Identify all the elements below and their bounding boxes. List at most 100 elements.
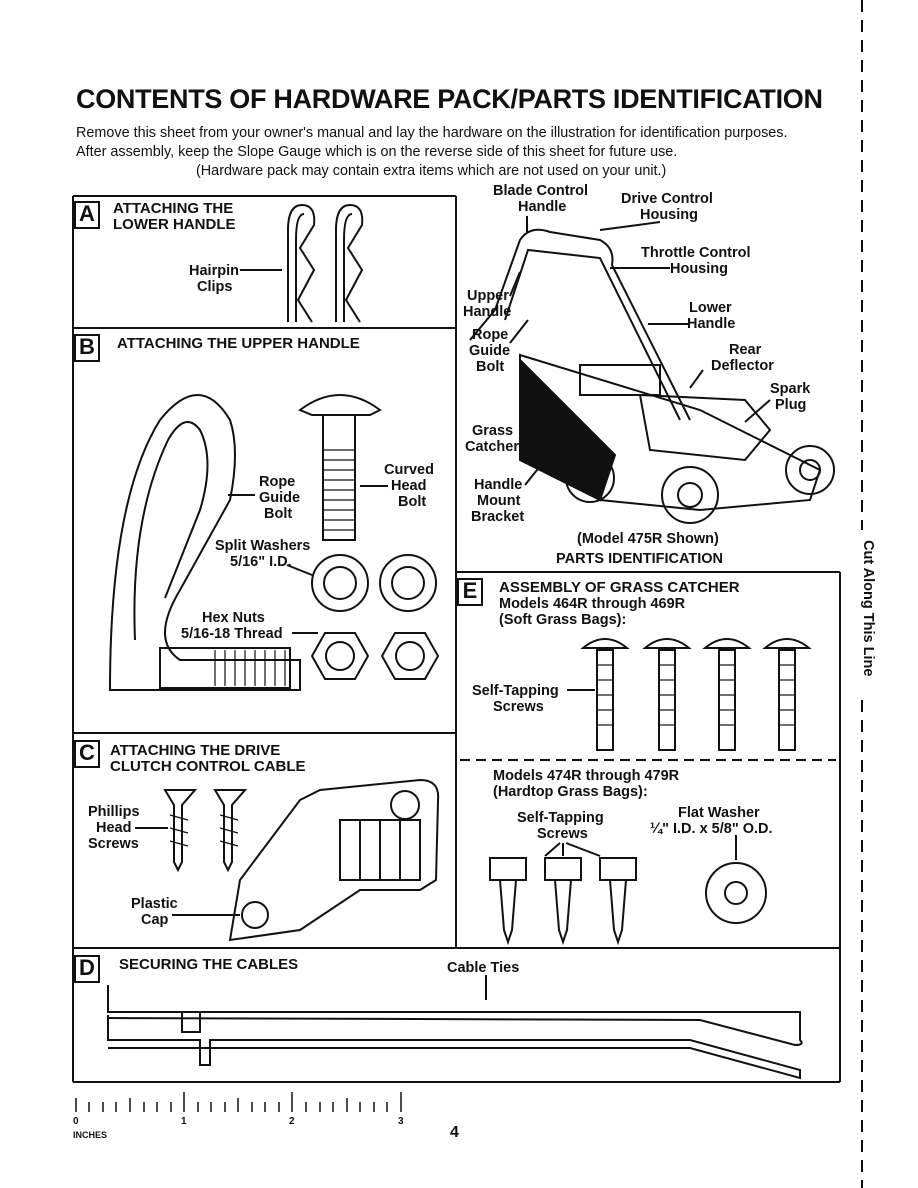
throttle-label-1: Throttle Control	[641, 245, 751, 261]
cable-tie-1	[107, 985, 803, 1047]
model-shown-label: (Model 475R Shown)	[577, 531, 719, 547]
rear-wheel-right	[661, 466, 719, 524]
section-d-title: SECURING THE CABLES	[119, 956, 299, 973]
hairpin-clip-2-inner	[343, 213, 353, 322]
grass-catcher-label-2: Catcher	[465, 439, 519, 455]
inch-ruler	[75, 1092, 402, 1112]
spark-plug-label-1: Spark	[770, 381, 811, 397]
section-a-title-2: LOWER HANDLE	[113, 216, 236, 233]
section-a-badge: A	[74, 201, 100, 229]
cable-tie-2	[107, 1015, 801, 1080]
soft-models-label: Models 464R through 469R	[499, 596, 686, 612]
section-c-title-2: CLUTCH CONTROL CABLE	[110, 758, 306, 775]
curved-bolt-label-3: Bolt	[398, 494, 427, 510]
parts-id-caption: PARTS IDENTIFICATION	[556, 551, 724, 567]
curved-head-bolt-head	[297, 394, 382, 416]
phillips-label-3: Screws	[88, 836, 139, 852]
front-wheel	[785, 445, 835, 495]
section-c-title-1: ATTACHING THE DRIVE	[110, 742, 281, 759]
ruler-tick-1: 1	[181, 1116, 187, 1127]
grass-catcher-label-1: Grass	[472, 423, 514, 439]
flat-washer-label-2: ¼" I.D. x 5/8" O.D.	[650, 821, 773, 837]
hairpin-clip-2	[335, 203, 364, 323]
section-d-badge: D	[74, 955, 100, 983]
ruler-tick-0: 0	[73, 1116, 79, 1127]
hairpin-clip-1-inner	[295, 213, 305, 322]
cable-tie-head-1	[181, 1011, 201, 1033]
curved-head-bolt-shank	[322, 414, 356, 541]
rear-deflector-label-1: Rear	[729, 342, 762, 358]
intro-line-2: After assembly, keep the Slope Gauge whi…	[76, 144, 678, 160]
soft-screws-label-2: Screws	[493, 699, 544, 715]
hard-screws-label-1: Self-Tapping	[517, 810, 604, 826]
handle-mount-label-2: Mount	[477, 493, 521, 509]
rope-guide-label-3: Bolt	[264, 506, 293, 522]
rope-guide-id-label-2: Guide	[469, 343, 511, 359]
rear-deflector-label-2: Deflector	[711, 358, 774, 374]
split-washer-label-2: 5/16" I.D.	[230, 554, 292, 570]
hairpin-label-1: Hairpin	[189, 263, 239, 279]
handle-lever	[469, 309, 496, 341]
clutch-bracket	[228, 778, 440, 942]
plastic-cap-label-2: Cap	[141, 912, 169, 928]
mower-top-plate	[579, 364, 661, 396]
hard-models-label: Models 474R through 479R	[493, 768, 680, 784]
intro-line-3: (Hardware pack may contain extra items w…	[196, 163, 667, 179]
intro-line-1: Remove this sheet from your owner's manu…	[76, 125, 788, 141]
split-washer-leader	[286, 564, 313, 576]
handle-mount-label-1: Handle	[474, 477, 523, 493]
cut-line-label: Cut Along This Line	[860, 540, 876, 677]
plastic-cap-label-1: Plastic	[131, 896, 178, 912]
hex-nut-1	[310, 632, 370, 680]
ruler-unit-label: INCHES	[73, 1130, 108, 1140]
cable-ties-label: Cable Ties	[447, 960, 520, 976]
hard-bags-label: (Hardtop Grass Bags):	[493, 784, 648, 800]
hex-nut-label-2: 5/16-18 Thread	[181, 626, 283, 642]
split-washer-1	[311, 554, 369, 612]
soft-screws-label-1: Self-Tapping	[472, 683, 559, 699]
phillips-label-2: Head	[96, 820, 132, 836]
throttle-label-2: Housing	[670, 261, 728, 277]
rope-guide-id-label-3: Bolt	[476, 359, 505, 375]
rope-guide-label-2: Guide	[259, 490, 301, 506]
hex-nut-2	[380, 632, 440, 680]
section-e-title: ASSEMBLY OF GRASS CATCHER	[499, 579, 740, 596]
phillips-screw-1	[163, 789, 198, 873]
section-b-badge: B	[74, 334, 100, 362]
page-title: CONTENTS OF HARDWARE PACK/PARTS IDENTIFI…	[76, 84, 823, 114]
section-a-title-1: ATTACHING THE	[113, 200, 234, 217]
rope-guide-bolt-inner	[133, 421, 209, 641]
ruler-tick-2: 2	[289, 1116, 295, 1127]
curved-bolt-label-2: Head	[391, 478, 427, 494]
drive-control-label-1: Drive Control	[621, 191, 713, 207]
soft-bag-screws	[567, 638, 812, 751]
rope-bolt-shank	[159, 647, 291, 689]
hairpin-clip-1	[287, 203, 316, 323]
phillips-screw-2	[213, 789, 248, 873]
lower-handle-label-1: Lower	[689, 300, 732, 316]
section-c-badge: C	[74, 740, 100, 768]
upper-handle-label-2: Handle	[463, 304, 512, 320]
ruler-tick-3: 3	[398, 1116, 404, 1127]
hard-screws-label-2: Screws	[537, 826, 588, 842]
flat-washer-label-1: Flat Washer	[678, 805, 760, 821]
mower-upper-handle	[494, 228, 691, 421]
hardtop-screws	[489, 842, 637, 946]
split-washer-label-1: Split Washers	[215, 538, 311, 554]
flat-washer	[705, 862, 767, 924]
lower-handle-label-2: Handle	[687, 316, 736, 332]
rope-guide-bolt-shape	[108, 394, 301, 691]
section-e-badge: E	[457, 578, 483, 606]
phillips-label-1: Phillips	[88, 804, 140, 820]
blade-control-label-1: Blade Control	[493, 183, 589, 199]
rope-guide-id-label-1: Rope	[472, 327, 509, 343]
section-b-title: ATTACHING THE UPPER HANDLE	[117, 335, 360, 352]
soft-bags-label: (Soft Grass Bags):	[499, 612, 627, 628]
mower-engine	[638, 393, 772, 462]
bracket-hole	[390, 790, 420, 820]
handle-mount-label-3: Bracket	[471, 509, 525, 525]
page-number: 4	[450, 1124, 459, 1141]
hex-nut-label-1: Hex Nuts	[202, 610, 265, 626]
plastic-cap	[241, 901, 269, 929]
